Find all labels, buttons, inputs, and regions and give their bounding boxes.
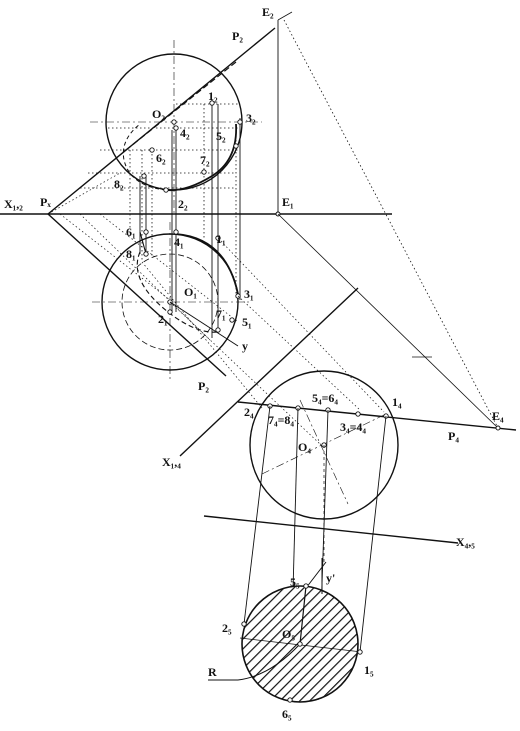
- label-p2-top: P₂: [232, 29, 243, 43]
- plane-trace-p4: [237, 401, 517, 431]
- label-2-2: 2₂: [178, 197, 188, 211]
- label-r: R: [208, 665, 217, 679]
- label-3-1: 3₁: [244, 287, 254, 301]
- label-o4: O₄: [298, 440, 311, 454]
- label-5-5: 5₅: [290, 575, 300, 589]
- axis-x14: [179, 287, 359, 457]
- label-4-2: 4₂: [180, 126, 190, 140]
- labels: E₂ P₂ O₂ 1₂ 3₂ 4₂ 5₂ 6₂ 7₂ 8₂ X₁,₂ Pₓ 2₂…: [4, 5, 504, 721]
- label-1-2: 1₂: [208, 89, 218, 103]
- label-6-5: 6₅: [282, 707, 292, 721]
- label-e2: E₂: [262, 5, 274, 19]
- label-o1: O₁: [184, 285, 197, 299]
- label-o5: O₅: [282, 627, 295, 641]
- label-p4: P₄: [448, 429, 459, 443]
- section-ellipse-front: [125, 61, 237, 151]
- label-px: Pₓ: [40, 195, 51, 209]
- label-5-2: 5₂: [216, 129, 226, 143]
- label-e4: E₄: [492, 409, 504, 423]
- label-7-1: 7₁: [216, 307, 226, 321]
- label-7-4: 7₄=8₄: [268, 413, 294, 427]
- label-x12: X₁,₂: [4, 197, 23, 211]
- label-3-4: 3₄=4₄: [340, 420, 366, 434]
- label-1-4: 1₄: [392, 395, 402, 409]
- label-7-2: 7₂: [200, 153, 210, 167]
- label-y-prime: y': [326, 571, 335, 585]
- top-view: [47, 172, 252, 380]
- plane-trace-p2-lower: [47, 213, 227, 377]
- label-1-1: 1₁: [216, 232, 226, 246]
- label-5-1: 5₁: [242, 315, 252, 329]
- label-1-5: 1₅: [364, 663, 374, 677]
- label-5-4: 5₄=6₄: [312, 391, 338, 405]
- label-6-1: 6₁: [126, 225, 136, 239]
- front-view: [47, 11, 293, 338]
- axis-x45: [203, 515, 459, 544]
- label-x45: X₄,₅: [456, 535, 475, 549]
- label-8-1: 8₁: [126, 247, 136, 261]
- label-8-2: 8₂: [114, 177, 124, 191]
- label-2-4: 2₄: [244, 405, 254, 419]
- label-4-1: 4₁: [174, 235, 184, 249]
- label-6-2: 6₂: [156, 151, 166, 165]
- label-x14: X₁,₄: [162, 455, 181, 469]
- label-2-5: 2₅: [222, 621, 232, 635]
- label-e1: E₁: [282, 195, 294, 209]
- label-3-2: 3₂: [246, 111, 256, 125]
- label-2-1: 2₁: [158, 312, 168, 326]
- label-y: y: [242, 339, 248, 353]
- section-view-5: [208, 558, 363, 703]
- label-p2-bottom: P₂: [198, 379, 209, 393]
- label-o2: O₂: [152, 107, 165, 121]
